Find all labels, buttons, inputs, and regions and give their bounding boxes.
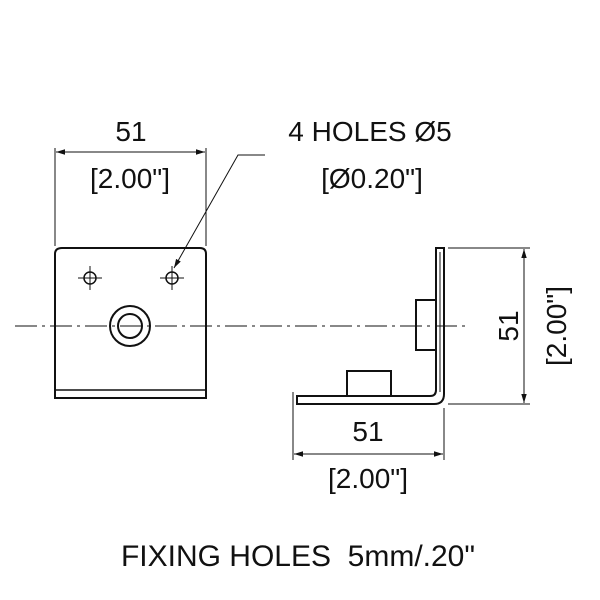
l-bracket-outline xyxy=(296,247,445,405)
small-hole-left xyxy=(78,266,102,290)
side-view xyxy=(292,247,530,460)
front-plate-outline xyxy=(54,247,207,399)
front-width-mm: 51 xyxy=(115,116,146,147)
side-width-mm: 51 xyxy=(352,416,383,447)
side-height-mm: 51 xyxy=(493,310,524,341)
holes-callout-line2: [Ø0.20"] xyxy=(321,163,423,194)
front-width-in: [2.00"] xyxy=(90,163,170,194)
front-view xyxy=(54,148,207,399)
holes-callout-line1: 4 HOLES Ø5 xyxy=(288,116,451,147)
bottom-boss xyxy=(346,370,392,397)
side-boss xyxy=(415,299,437,351)
boss-hole xyxy=(109,305,151,347)
side-height-in: [2.00"] xyxy=(541,286,572,366)
side-width-in: [2.00"] xyxy=(328,463,408,494)
small-hole-right xyxy=(160,266,184,290)
caption: FIXING HOLES 5mm/.20" xyxy=(121,540,475,573)
holes-leader xyxy=(173,154,265,269)
